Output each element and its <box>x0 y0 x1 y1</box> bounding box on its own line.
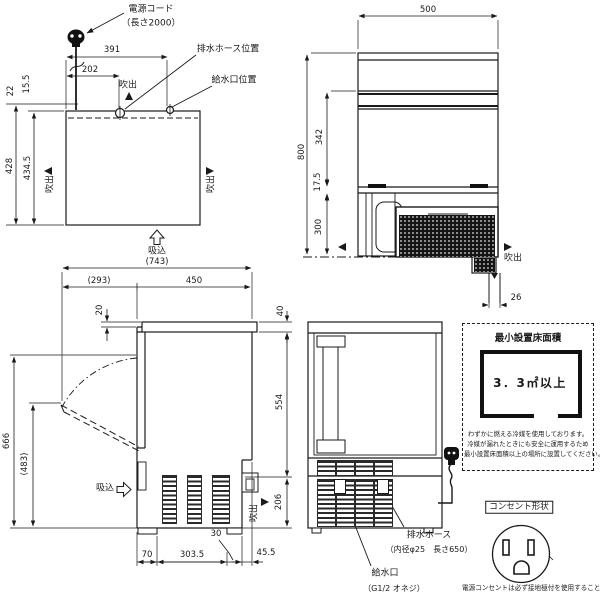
blowout-arrow-front-left <box>338 243 346 251</box>
top-view-drawing <box>6 12 214 245</box>
blowout-arrow-left <box>44 167 52 175</box>
suction-arrow-top-view <box>148 229 166 245</box>
dim-800: 800 <box>296 143 307 161</box>
rear-vent-upper <box>374 460 393 476</box>
blowout-arrow-right <box>206 167 214 175</box>
dim-500: 500 <box>419 4 437 15</box>
dim-40: 40 <box>275 305 286 317</box>
power-plug-icon <box>67 29 85 47</box>
refrigerant-note: わずかに燃える冷媒を使用しております。 冷媒が漏れたときにも安全に運用するため … <box>464 429 600 459</box>
suction-arrow-side-view <box>116 481 132 498</box>
blowout-arrow-front-right <box>504 243 512 251</box>
rear-view-drawing <box>307 321 459 567</box>
dim-22: 22 <box>5 85 16 97</box>
rear-vent-lower <box>317 479 336 527</box>
dim-743: (743) <box>145 256 169 267</box>
front-leg <box>137 527 158 535</box>
refrigerant-note-line1: わずかに燃える冷媒を使用しております。 <box>467 430 589 438</box>
outlet-note: 電源コンセントは必ず接地極付を使用すること <box>462 584 600 592</box>
dim-202: 202 <box>81 64 99 75</box>
outlet-slot-left <box>502 539 510 556</box>
drain-hose-spec-label: （内径φ25 長さ650） <box>385 545 473 554</box>
drain-hose-position-label: 排水ホース位置 <box>196 44 260 55</box>
side-vent-column <box>187 475 202 524</box>
dim-20: 20 <box>94 304 105 316</box>
blowout-label-top: 吹出 <box>118 80 138 91</box>
blowout-arrow-side-right <box>261 498 269 506</box>
side-vent-column <box>212 475 230 524</box>
dim-342: 342 <box>314 128 325 146</box>
condenser-grille-dark <box>399 215 495 257</box>
dim-391: 391 <box>103 44 121 55</box>
room-opening <box>534 410 558 420</box>
suction-label-top-view: 吸込 <box>147 246 167 257</box>
rear-vent-upper <box>355 460 374 476</box>
rear-leg <box>226 527 243 535</box>
blowout-label-right: 吹出 <box>206 174 217 194</box>
dim-434-5: 434.5 <box>22 155 33 181</box>
blowout-label-front-right: 吹出 <box>503 253 523 264</box>
dim-15-5: 15.5 <box>21 74 32 94</box>
cord-break-symbol <box>69 61 85 72</box>
rear-power-cord <box>438 447 459 504</box>
drain-hose-fitting <box>377 479 389 494</box>
water-inlet-position-label: 給水口位置 <box>211 75 257 86</box>
side-view-drawing <box>10 265 292 566</box>
dim-428: 428 <box>4 157 15 175</box>
dim-26: 26 <box>510 292 522 303</box>
door-swing-arc <box>61 357 138 408</box>
blowout-arrow-top <box>125 92 133 100</box>
drain-hose-label: 排水ホース <box>406 530 452 541</box>
dim-70: 70 <box>141 549 153 560</box>
side-vent-column <box>162 475 177 524</box>
suction-label-side-view: 吸込 <box>95 483 115 494</box>
rear-vent-upper <box>336 460 355 476</box>
dim-206: 206 <box>273 493 284 511</box>
water-inlet-spec-label: （G1/2 オネジ） <box>363 584 425 593</box>
dim-30: 30 <box>210 528 222 539</box>
top-plate <box>141 321 258 333</box>
rear-bracket <box>316 335 346 454</box>
power-cord-label: 電源コード <box>128 4 174 15</box>
dim-666: 666 <box>1 432 12 450</box>
refrigerant-note-line3: 最小設置床面積以上の場所に設置してください。 <box>464 450 600 458</box>
outlet-slot-right <box>527 539 535 556</box>
water-inlet-label: 給水口 <box>371 568 399 579</box>
dim-17-5: 17.5 <box>312 172 323 192</box>
dim-300: 300 <box>313 218 324 236</box>
outlet-diagram <box>491 524 554 584</box>
water-inlet-fitting <box>334 479 346 494</box>
dim-450: 450 <box>185 275 203 286</box>
blowout-label-left: 吹出 <box>45 174 56 194</box>
min-floor-area-value: 3．3㎡以上 <box>493 376 567 390</box>
blowout-label-side-right: 吹出 <box>249 503 260 523</box>
rear-vent-upper <box>317 460 336 476</box>
dim-303-5: 303.5 <box>179 549 205 560</box>
door-open-position <box>60 404 142 453</box>
dim-483: (483) <box>19 452 30 476</box>
dim-554: 554 <box>274 393 285 411</box>
install-area-title: 最小設置床面積 <box>494 333 562 344</box>
dim-45-5: 45.5 <box>256 547 276 558</box>
outlet-ground-hole <box>513 560 530 575</box>
dim-293: (293) <box>87 275 111 286</box>
rear-vent-lower <box>355 479 374 527</box>
refrigerant-note-line2: 冷媒が漏れたときにも安全に運用するため <box>467 440 589 448</box>
outlet-shape-label: コンセント形状 <box>485 500 553 514</box>
power-cord-length-label: （長さ2000） <box>121 18 181 29</box>
condenser-grille-tab <box>474 258 495 272</box>
room-outline <box>480 350 582 418</box>
cord-outlet-box <box>241 472 259 493</box>
